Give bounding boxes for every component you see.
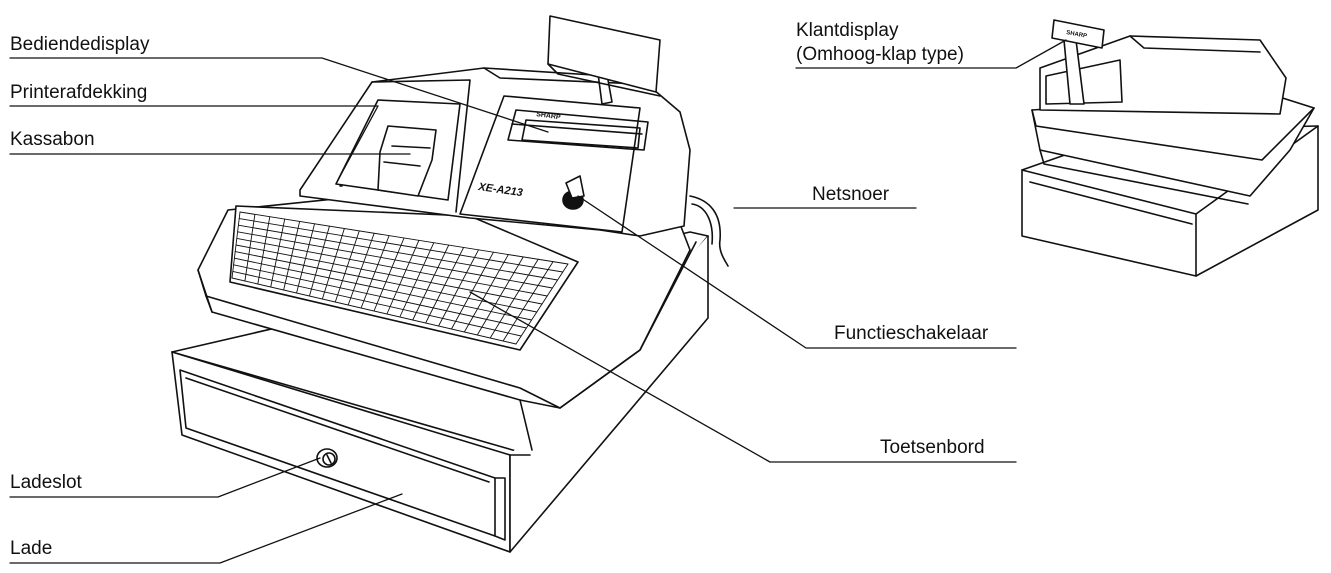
- label-kassabon: Kassabon: [10, 129, 95, 150]
- key-grid-line: [231, 277, 517, 345]
- mode-switch: [562, 175, 585, 210]
- label-bediendedisplay: Bediendedisplay: [10, 34, 150, 55]
- drawer: [179, 369, 506, 541]
- key-grid-line: [233, 257, 533, 321]
- label-lade: Lade: [10, 538, 53, 559]
- label-klantdisplay-line2: (Omhoog-klap type): [796, 44, 964, 65]
- register-2-housing: [1039, 35, 1287, 115]
- customer-display: [547, 15, 661, 97]
- label-functieschakelaar: Functieschakelaar: [834, 323, 989, 344]
- key-grid-line: [235, 244, 543, 305]
- key-grid-line: [236, 237, 548, 297]
- drawer-lock: [316, 448, 338, 468]
- device-2-brand: SHARP: [1066, 30, 1088, 40]
- operator-display: [521, 119, 641, 149]
- power-cord: [689, 195, 729, 267]
- label-klantdisplay-line1: Klantdisplay: [796, 20, 899, 41]
- key-grid-line: [238, 218, 564, 273]
- label-ladeslot: Ladeslot: [10, 472, 82, 493]
- key-grid-line: [237, 224, 559, 281]
- label-netsnoer: Netsnoer: [812, 184, 890, 205]
- label-toetsenbord: Toetsenbord: [880, 437, 985, 458]
- key-grid-line: [233, 264, 527, 329]
- key-grid-line: [239, 211, 569, 265]
- key-grid-line: [232, 270, 522, 337]
- register-2-customer-display: [1051, 19, 1105, 105]
- key-grid-line: [237, 231, 553, 289]
- keyboard: [229, 205, 579, 351]
- receipt-paper: [377, 125, 437, 197]
- label-printerafdekking: Printerafdekking: [10, 82, 148, 103]
- device-brand: SHARP: [536, 111, 562, 121]
- leader-lines: [9, 39, 1067, 564]
- operator-panel: [459, 95, 649, 233]
